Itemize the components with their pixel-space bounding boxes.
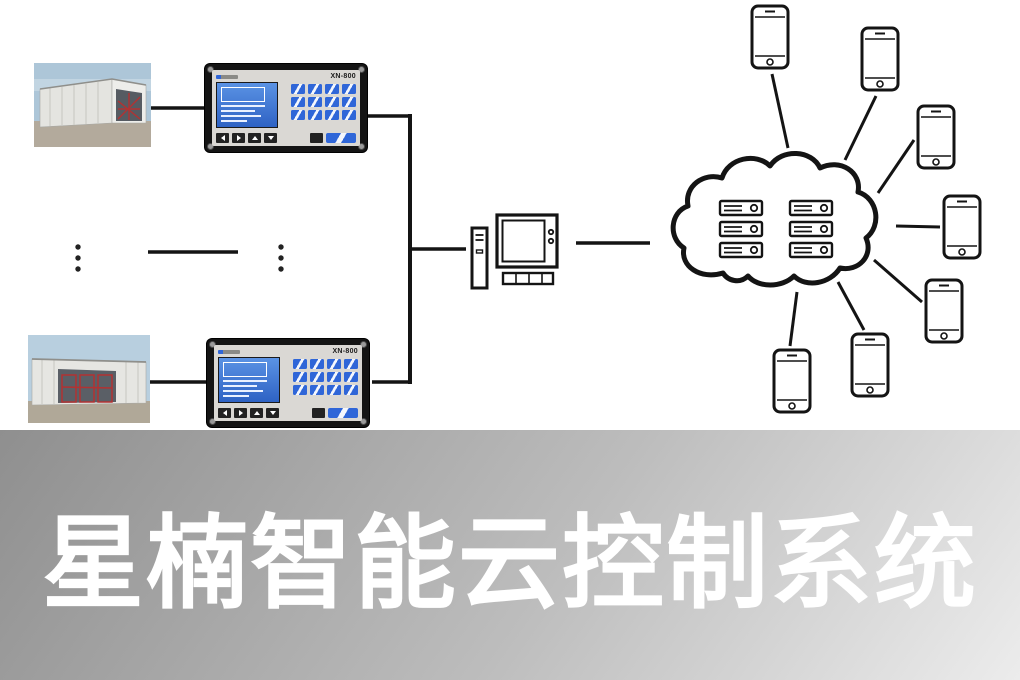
- keypad-key: [308, 97, 322, 107]
- greenhouse-photo-art: [28, 335, 150, 423]
- smartphone-icon: [924, 278, 964, 344]
- brand-logo-icon: [216, 75, 238, 79]
- keypad-key: [325, 110, 339, 120]
- ellipsis-dots: [75, 244, 284, 272]
- smartphone-icon: [942, 194, 982, 260]
- screw-icon: [358, 66, 365, 73]
- server-icon: [718, 241, 764, 259]
- keypad-key: [327, 385, 341, 395]
- screw-icon: [209, 418, 216, 425]
- keypad-key: [308, 110, 322, 120]
- nav-up-key: [248, 132, 261, 143]
- controller-device-2: XN-800: [207, 339, 369, 427]
- nav-down-key: [264, 132, 277, 143]
- smartphone-icon: [860, 26, 900, 92]
- cloud-icon: [670, 151, 879, 288]
- nav-left-key: [216, 132, 229, 143]
- keypad-key: [291, 84, 305, 94]
- keypad-key: [310, 372, 324, 382]
- device-model-label: XN-800: [332, 348, 358, 355]
- smartphone-icon: [850, 332, 890, 398]
- screw-icon: [360, 341, 367, 348]
- keypad-key: [291, 110, 305, 120]
- brand-logo-icon: [218, 350, 240, 354]
- enter-key: [328, 407, 358, 418]
- device-keypad: [291, 82, 356, 131]
- keypad-key: [342, 110, 356, 120]
- system-title: 星楠智能云控制系统: [42, 506, 978, 621]
- site-photo-2: [28, 335, 150, 428]
- keypad-key: [342, 84, 356, 94]
- keypad-key: [293, 359, 307, 369]
- keypad-key: [310, 359, 324, 369]
- device-screen: [216, 82, 278, 128]
- cloud-phone-links: [770, 73, 941, 347]
- keypad-key: [291, 97, 305, 107]
- keypad-key: [344, 359, 358, 369]
- smartphone-icon: [750, 4, 790, 70]
- keypad-key: [325, 97, 339, 107]
- computer-icon: [470, 213, 559, 290]
- keypad-key: [327, 359, 341, 369]
- keypad-key: [293, 385, 307, 395]
- nav-right-key: [232, 132, 245, 143]
- keypad-key: [325, 84, 339, 94]
- server-icon: [788, 220, 834, 238]
- device-model-label: XN-800: [330, 73, 356, 80]
- function-key: [312, 407, 325, 418]
- keypad-key: [308, 84, 322, 94]
- smartphone-icon: [916, 104, 956, 170]
- enter-key: [326, 132, 356, 143]
- nav-down-key: [266, 407, 279, 418]
- nav-left-key: [218, 407, 231, 418]
- device-keypad: [293, 357, 358, 406]
- nav-up-key: [250, 407, 263, 418]
- server-icon: [718, 220, 764, 238]
- controller-device-1: XN-800: [205, 64, 367, 152]
- screw-icon: [207, 66, 214, 73]
- keypad-key: [293, 372, 307, 382]
- keypad-key: [327, 372, 341, 382]
- screen-window: [223, 362, 267, 377]
- server-icon: [718, 199, 764, 217]
- greenhouse-photo-art: [34, 63, 151, 147]
- device-panel: XN-800: [214, 345, 362, 421]
- function-key: [310, 132, 323, 143]
- keypad-key: [342, 97, 356, 107]
- keypad-key: [344, 372, 358, 382]
- keypad-key: [310, 385, 324, 395]
- server-icon: [788, 241, 834, 259]
- screw-icon: [209, 341, 216, 348]
- server-icon: [788, 199, 834, 217]
- screen-window: [221, 87, 265, 102]
- screw-icon: [207, 143, 214, 150]
- screw-icon: [358, 143, 365, 150]
- device-screen: [218, 357, 280, 403]
- screw-icon: [360, 418, 367, 425]
- smartphone-icon: [772, 348, 812, 414]
- title-banner: 星楠智能云控制系统: [0, 430, 1020, 680]
- site-photo-1: [34, 63, 151, 152]
- nav-right-key: [234, 407, 247, 418]
- device-panel: XN-800: [212, 70, 360, 146]
- keypad-key: [344, 385, 358, 395]
